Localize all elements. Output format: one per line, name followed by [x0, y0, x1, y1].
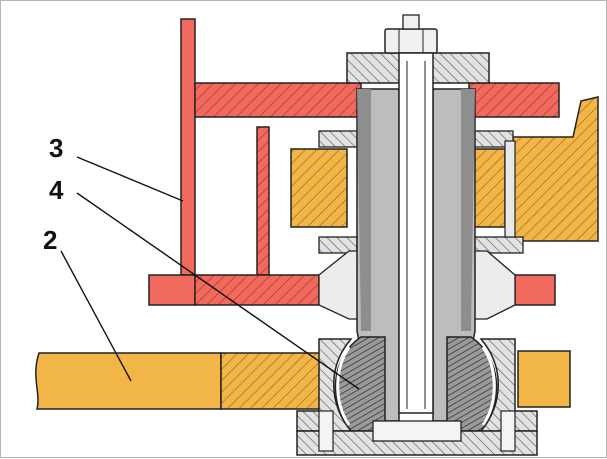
leader-line-4: [76, 192, 360, 390]
leader-line-3: [76, 156, 184, 202]
top-frame-member: [194, 82, 560, 118]
wooden-block-right-upper: [512, 96, 599, 242]
leader-line-2: [60, 250, 132, 382]
callout-label-4: 4: [49, 175, 64, 205]
bearing-block-left: [290, 148, 348, 228]
nut-and-bolt: [384, 14, 438, 54]
bearing-block-right: [470, 148, 506, 228]
central-bolt: [398, 52, 434, 414]
vertical-plate: [180, 18, 196, 276]
frame-stiffener: [256, 126, 270, 276]
callout-label-3: 3: [49, 133, 64, 163]
bearing-plates: [318, 130, 524, 254]
lower-housing: [296, 338, 538, 456]
wooden-beam-left: [35, 352, 322, 410]
callout-label-2: 2: [43, 225, 58, 255]
wooden-block-right-lower: [517, 350, 571, 408]
conical-flanges: [318, 250, 516, 320]
